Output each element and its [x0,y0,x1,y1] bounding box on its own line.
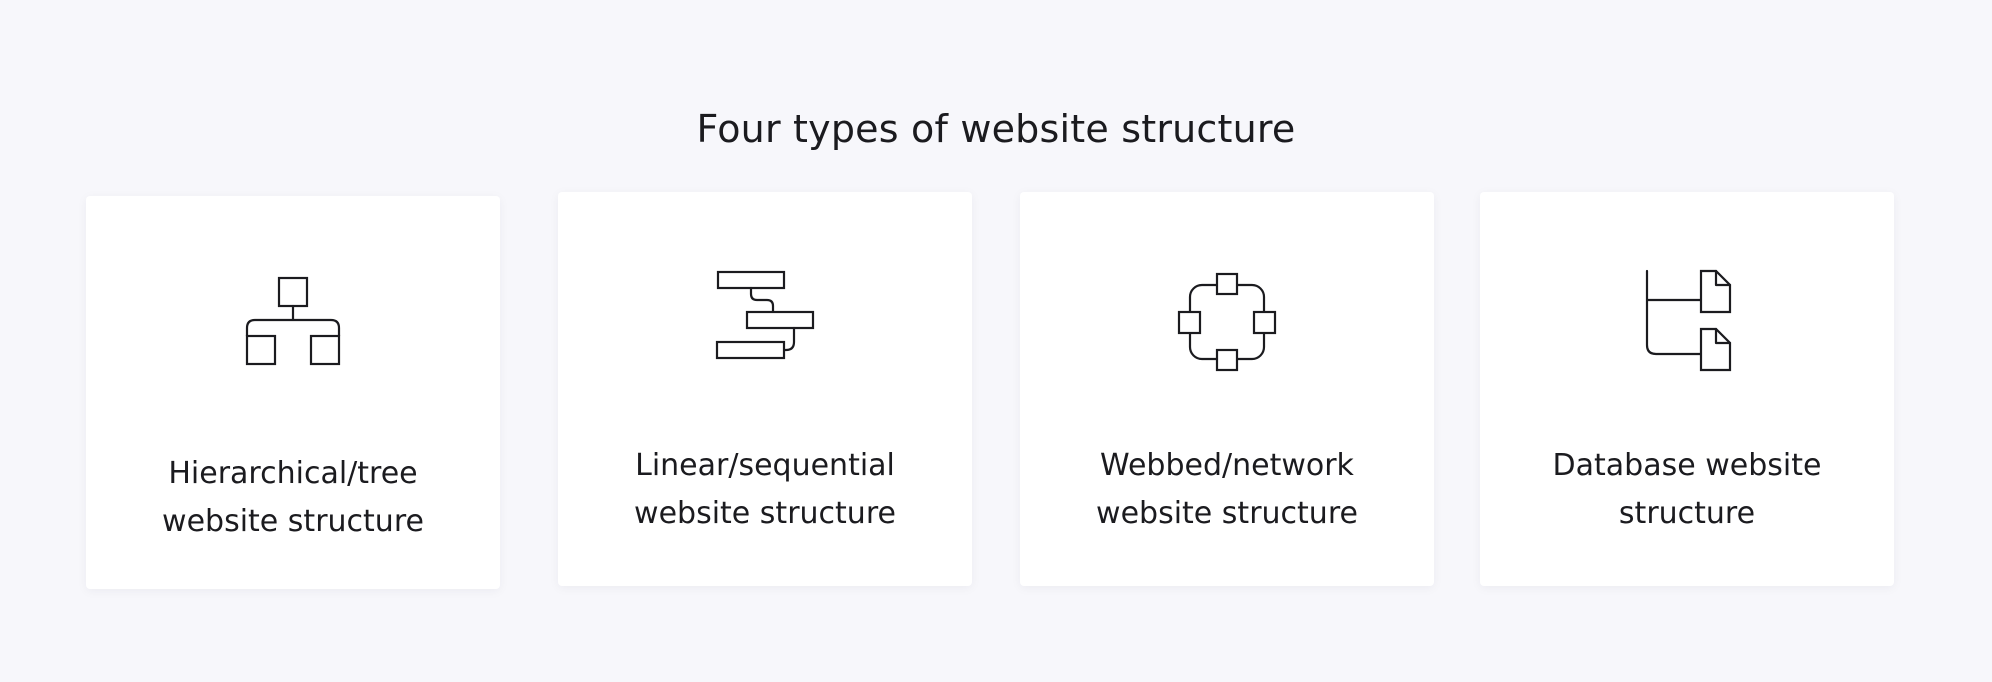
linear-sequence-icon [558,262,972,374]
card-label: Hierarchical/tree website structure [162,456,424,539]
database-files-icon [1480,262,1894,374]
card-webbed[interactable]: Webbed/network website structure [1020,192,1434,586]
page-title: Four types of website structure [696,107,1296,152]
hierarchy-tree-icon [86,270,500,382]
card-label: Webbed/network website structure [1096,448,1358,531]
card-label: Linear/sequential website structure [634,448,896,531]
card-hierarchical[interactable]: Hierarchical/tree website structure [86,196,500,589]
card-database[interactable]: Database website structure [1480,192,1894,586]
card-linear[interactable]: Linear/sequential website structure [558,192,972,586]
network-ring-icon [1020,262,1434,374]
card-label: Database website structure [1552,448,1822,531]
